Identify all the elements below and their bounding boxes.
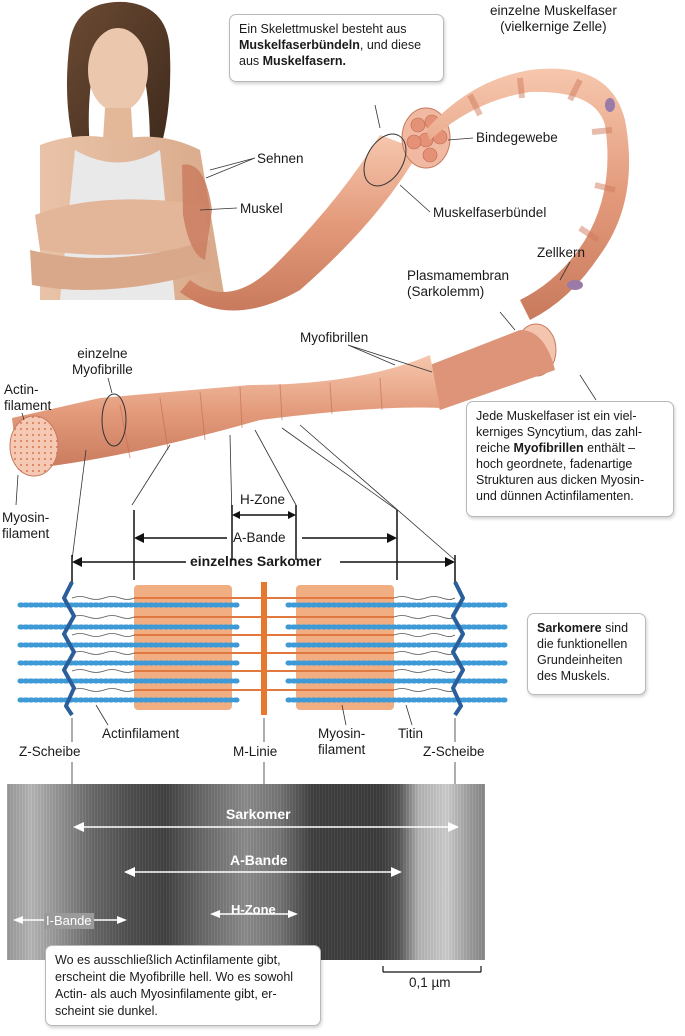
callout-text: reiche: [476, 441, 511, 455]
label-line: filament: [4, 398, 52, 413]
label-z-scheibe-left: Z-Scheibe: [19, 744, 81, 759]
label-muskelfaserbuendel: Muskelfaserbündel: [433, 205, 547, 220]
label-line: Plasmamembran: [407, 268, 510, 283]
electron-micrograph: Sarkomer A-Bande H-Zone I-Bande: [7, 784, 485, 960]
label-a-bande: A-Bande: [233, 530, 286, 545]
scale-label: 0,1 µm: [409, 975, 451, 990]
label-sehnen: Sehnen: [257, 151, 304, 166]
callout-line: Jede Muskelfaser ist ein viel-: [476, 409, 637, 423]
label-h-zone: H-Zone: [240, 492, 286, 507]
sarcomere-schematic: [17, 581, 508, 790]
callout-bold: Sarkomere: [537, 621, 602, 635]
callout-line: und dünnen Actinfilamenten.: [476, 489, 634, 503]
callout-text: enthält –: [587, 441, 636, 455]
callout-line: kerniges Syncytium, das zahl-: [476, 425, 643, 439]
label-einzelne-muskelfaser: einzelne Muskelfaser (vielkernige Zelle): [490, 3, 617, 35]
label-actinfilament: Actinfilament: [102, 726, 180, 741]
label-line: Myosin-: [2, 510, 50, 525]
label-bindegewebe: Bindegewebe: [476, 130, 558, 145]
callout-text: Wo es ausschließlich Actinfilamente gibt…: [55, 953, 294, 1018]
em-label-a-bande: A-Bande: [230, 852, 288, 868]
sarcomere-dimensions: [71, 505, 456, 585]
callout-text: Ein Skelettmuskel besteht aus: [239, 22, 407, 36]
callout-bold: Muskelfaserbündeln: [239, 38, 360, 52]
label-m-linie: M-Linie: [233, 744, 278, 759]
label-line: filament: [2, 526, 50, 541]
label-line: Myofibrille: [72, 362, 133, 377]
label-einzelne-myofibrille: einzelne Myofibrille: [72, 346, 133, 378]
callout-line: reiche Myofibrillen enthält –: [476, 440, 664, 456]
label-einzelnes-sarkomer: einzelnes Sarkomer: [190, 553, 322, 569]
label-line: filament: [318, 742, 366, 757]
label-line: (vielkernige Zelle): [500, 19, 607, 34]
label-plasmamembran: Plasmamembran (Sarkolemm): [407, 268, 509, 300]
callout-text: , und diese aus: [239, 38, 422, 68]
callout-bold: Muskelfasern.: [262, 54, 347, 68]
label-actin-filament: Actin- filament: [4, 382, 51, 414]
scale-bar: [382, 966, 482, 973]
muscle-bundle-drawing: [9, 68, 630, 477]
callout-line: Strukturen aus dicken Myosin-: [476, 473, 645, 487]
woman-figure: [30, 1, 225, 300]
label-line: Actin-: [4, 382, 39, 397]
label-line: einzelne Muskelfaser: [490, 3, 617, 18]
micrograph-arrows: [13, 822, 459, 924]
callout-bold: Myofibrillen: [513, 441, 584, 455]
callout-sarkomere: Sarkomere sind die funktionellen Grundei…: [527, 613, 646, 695]
label-line: (Sarkolemm): [407, 284, 485, 299]
label-line: Myosin-: [318, 726, 366, 741]
label-line: einzelne: [77, 346, 128, 361]
label-z-scheibe-right: Z-Scheibe: [423, 744, 485, 759]
callout-line: hoch geordnete, fadenartige: [476, 457, 633, 471]
callout-hell-dunkel: Wo es ausschließlich Actinfilamente gibt…: [45, 945, 321, 1026]
label-zellkern: Zellkern: [537, 245, 586, 260]
leader-lines: [15, 104, 597, 561]
label-titin: Titin: [398, 726, 424, 741]
label-myosin-bottom: Myosin- filament: [318, 726, 365, 758]
callout-skelettmuskel: Ein Skelettmuskel besteht aus Muskelfase…: [229, 14, 444, 82]
em-label-i-bande: I-Bande: [44, 913, 94, 929]
label-muskel: Muskel: [240, 201, 283, 216]
callout-text: sind die funktionellen Grundeinheiten de…: [537, 621, 629, 683]
label-myosin-filament: Myosin- filament: [2, 510, 49, 542]
em-label-h-zone: H-Zone: [231, 902, 276, 917]
label-myofibrillen: Myofibrillen: [300, 330, 369, 345]
em-label-sarkomer: Sarkomer: [226, 806, 291, 822]
callout-muskelfaser: Jede Muskelfaser ist ein viel- kerniges …: [466, 401, 674, 517]
